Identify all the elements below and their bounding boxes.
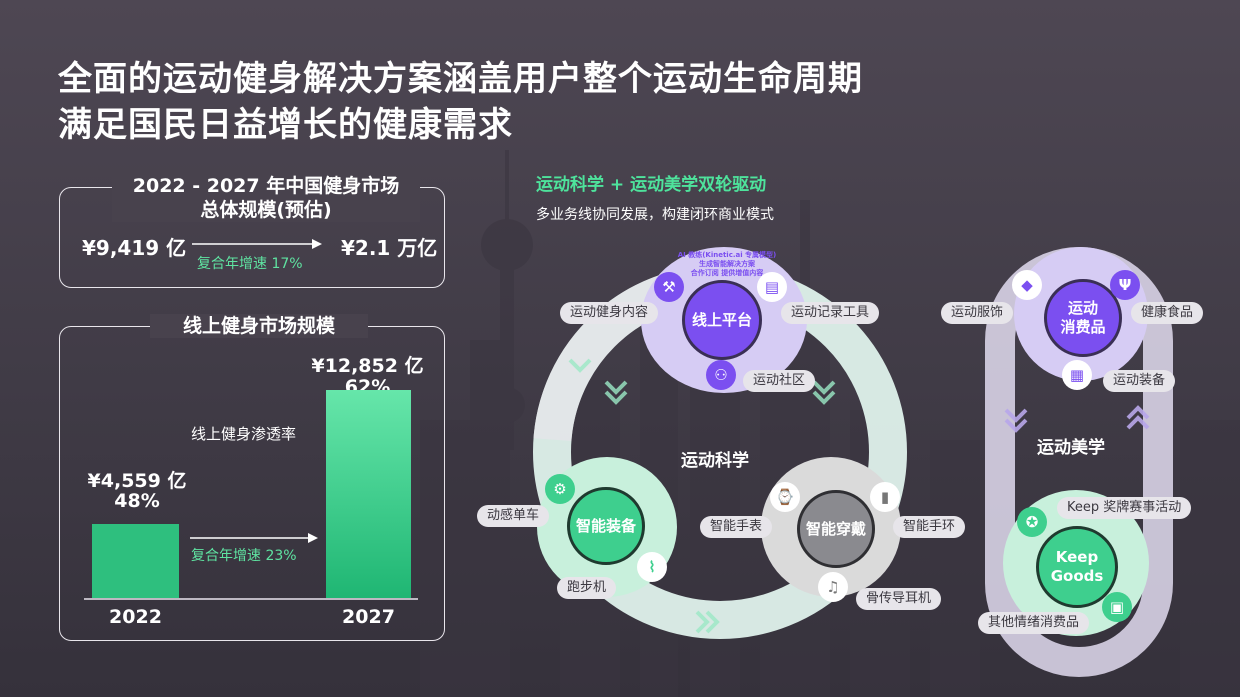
bar-2022-year: 2022 <box>109 606 162 628</box>
pill-content: 运动健身内容 <box>560 302 659 324</box>
arc-text-line2: 生成智能解决方案 <box>699 260 755 268</box>
pill-earphone: 骨传导耳机 <box>856 588 942 610</box>
market-title-line2: 总体规模(预估) <box>200 199 332 221</box>
gear-icon: ▦ <box>1062 360 1092 390</box>
online-cagr: 复合年增速 23% <box>191 548 297 564</box>
market-cagr: 复合年增速 17% <box>197 256 303 272</box>
keep-goods-label: Keep Goods <box>1050 548 1104 585</box>
market-start-value: ¥9,419 亿 <box>82 236 187 260</box>
band-icon: ▮ <box>870 482 900 512</box>
gift-icon: ▣ <box>1102 592 1132 622</box>
page-title: 全面的运动健身解决方案涵盖用户整个运动生命周期 满足国民日益增长的健康需求 <box>58 56 863 148</box>
pill-medal: Keep 奖牌赛事活动 <box>1057 497 1192 519</box>
title-line-2: 满足国民日益增长的健康需求 <box>58 105 513 145</box>
online-market-heading: 线上健身市场规模 <box>150 314 368 338</box>
penetration-label: 线上健身渗透率 <box>191 425 297 443</box>
pill-gear: 运动装备 <box>1103 370 1176 392</box>
pill-bike: 动感单车 <box>477 505 550 527</box>
title-line-1: 全面的运动健身解决方案涵盖用户整个运动生命周期 <box>58 59 863 99</box>
chart-baseline <box>84 598 418 600</box>
pill-food: 健康食品 <box>1131 302 1204 324</box>
bar-2027-year: 2027 <box>342 606 395 628</box>
medal-icon: ✪ <box>1017 507 1047 537</box>
ai-coach-arc-text: AI 教练(Kinetic.ai 专属模型) 生成智能解决方案 合作订阅 提供增… <box>672 251 782 278</box>
sport-consumer-label: 运动 消费品 <box>1060 299 1106 336</box>
market-end-value: ¥2.1 万亿 <box>341 236 438 260</box>
bar-2022-value: ¥4,559 亿 <box>87 470 187 492</box>
pill-record-tool: 运动记录工具 <box>781 302 880 324</box>
drive-subheading: 多业务线协同发展，构建闭环商业模式 <box>536 207 774 223</box>
online-arrow <box>190 533 318 543</box>
watch-icon: ⌚ <box>770 482 800 512</box>
food-icon: Ψ <box>1110 270 1140 300</box>
keep-goods-node[interactable]: Keep Goods <box>1036 526 1118 608</box>
arc-text-line3: 合作订阅 提供增值内容 <box>690 269 764 277</box>
bar-2022 <box>92 524 179 598</box>
community-icon: ⚇ <box>706 360 736 390</box>
earphone-icon: ♫ <box>818 572 848 602</box>
market-title-line1: 2022 - 2027 年中国健身市场 <box>132 175 400 197</box>
aesthetics-label: 运动美学 <box>1037 438 1105 458</box>
sport-consumer-node[interactable]: 运动 消费品 <box>1044 279 1122 357</box>
drive-heading: 运动科学 + 运动美学双轮驱动 <box>536 175 767 195</box>
pill-other: 其他情绪消费品 <box>978 612 1090 634</box>
bar-2027-value: ¥12,852 亿 <box>311 355 424 377</box>
bike-icon: ⚙ <box>545 474 575 504</box>
bar-2022-percent: 48% <box>114 490 160 512</box>
pill-band: 智能手环 <box>893 516 966 538</box>
science-label: 运动科学 <box>681 451 749 471</box>
dumbbell-icon: ⚒ <box>654 272 684 302</box>
pill-apparel: 运动服饰 <box>941 302 1014 324</box>
arc-text-line1: AI 教练(Kinetic.ai 专属模型) <box>677 251 777 259</box>
shirt-icon: ◆ <box>1012 270 1042 300</box>
pill-community: 运动社区 <box>743 370 816 392</box>
smart-equipment-node[interactable]: 智能装备 <box>567 487 645 565</box>
pill-watch: 智能手表 <box>700 516 773 538</box>
online-platform-node[interactable]: 线上平台 <box>682 280 762 360</box>
market-size-heading: 2022 - 2027 年中国健身市场 总体规模(预估) <box>112 174 420 222</box>
pill-treadmill: 跑步机 <box>557 577 617 599</box>
treadmill-icon: ⌇ <box>637 552 667 582</box>
market-arrow <box>192 239 322 249</box>
document-icon: ▤ <box>757 272 787 302</box>
smart-wearables-node[interactable]: 智能穿戴 <box>797 490 875 568</box>
bar-2027 <box>326 390 411 598</box>
